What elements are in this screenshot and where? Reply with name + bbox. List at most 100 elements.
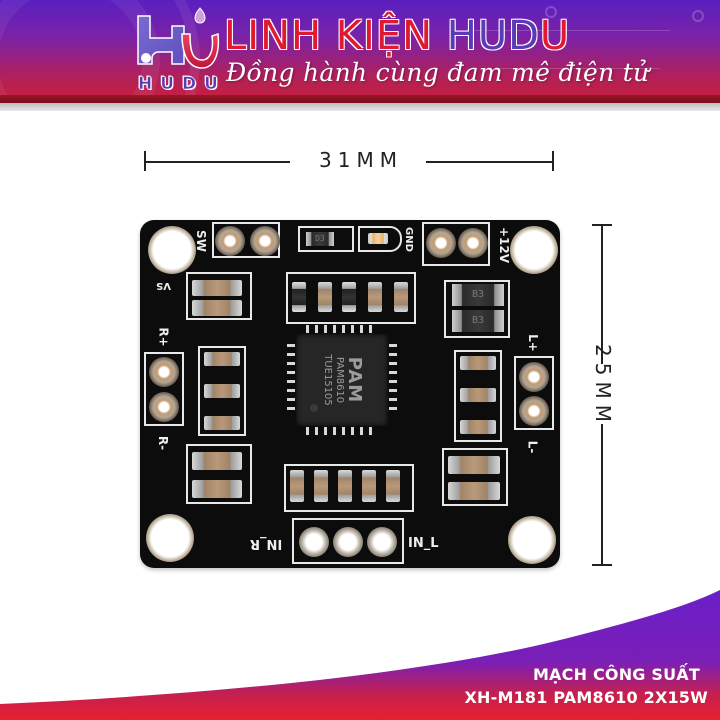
label-sw: SW bbox=[193, 230, 208, 252]
input-pin-l bbox=[367, 527, 397, 557]
right-speaker-header-outline bbox=[144, 352, 184, 426]
ic-model: PAM8610 bbox=[334, 356, 345, 404]
capacitor-left-3 bbox=[204, 352, 240, 366]
ic-lot: TUE15105 bbox=[322, 354, 333, 406]
mounting-hole-top-left bbox=[148, 226, 196, 274]
decorative-circuit-line bbox=[500, 68, 660, 69]
bottom-resistor-outline bbox=[284, 464, 414, 512]
right-speaker-pin-plus bbox=[149, 357, 179, 387]
label-in-r: IN_R bbox=[250, 536, 283, 551]
width-label: 31MM bbox=[319, 148, 403, 172]
pam8610-chip: PAM PAM8610 TUE15105 bbox=[287, 325, 397, 435]
led-outline bbox=[358, 226, 402, 252]
label-r-plus: R+ bbox=[156, 327, 171, 347]
dimension-line-bottom bbox=[601, 424, 603, 566]
right-cap-outline-mid bbox=[454, 350, 502, 442]
left-speaker-pin-minus bbox=[519, 396, 549, 426]
power-header-outline bbox=[422, 222, 490, 266]
right-cap-outline-bottom bbox=[442, 448, 508, 506]
diode-b3-1: B3 bbox=[452, 284, 504, 306]
left-speaker-header-outline bbox=[514, 356, 554, 430]
left-cap-outline-top bbox=[186, 272, 252, 320]
resistor-top-3 bbox=[342, 282, 356, 312]
footer-title: MẠCH CÔNG SUẤT bbox=[532, 665, 700, 684]
height-label: 25MM bbox=[591, 344, 615, 428]
brand-title: LINH KIỆN HUDU bbox=[224, 14, 570, 58]
capacitor-top-4 bbox=[368, 282, 382, 312]
decorative-ring bbox=[0, 0, 200, 103]
capacitor-right-1 bbox=[460, 356, 496, 370]
dimension-tick-top bbox=[592, 224, 612, 226]
brand-title-linh-kien: LINH KIỆN bbox=[224, 13, 434, 59]
slogan: Đồng hành cùng đam mê điện tử bbox=[226, 58, 650, 87]
capacitor-left-4 bbox=[204, 384, 240, 398]
sw-pin-1 bbox=[215, 226, 245, 256]
d3-outline bbox=[298, 226, 354, 252]
footer-subtitle: XH-M181 PAM8610 2X15W bbox=[464, 688, 708, 707]
dimension-tick-left bbox=[144, 151, 146, 171]
brand-title-hud: HUD bbox=[446, 13, 540, 59]
capacitor-right-5 bbox=[448, 482, 500, 500]
left-cap-outline-mid bbox=[198, 346, 246, 436]
capacitor-bottom-1 bbox=[290, 470, 304, 502]
capacitor-bottom-3 bbox=[338, 470, 352, 502]
hudu-logo-icon bbox=[137, 7, 220, 69]
label-l-minus: L- bbox=[525, 440, 540, 454]
capacitor-right-4 bbox=[448, 456, 500, 474]
label-vs: VS bbox=[156, 280, 171, 291]
ic-brand: PAM bbox=[344, 356, 365, 404]
decorative-circuit-line bbox=[470, 30, 670, 31]
input-pin-gnd bbox=[333, 527, 363, 557]
power-pin-1 bbox=[426, 228, 456, 258]
diode-d3: D3 bbox=[306, 232, 334, 246]
mounting-hole-bottom-left bbox=[146, 514, 194, 562]
capacitor-right-3 bbox=[460, 420, 496, 434]
right-speaker-pin-minus bbox=[149, 392, 179, 422]
top-resistor-outline bbox=[286, 272, 416, 324]
resistor-top-1 bbox=[292, 282, 306, 312]
width-dimension: 31MM bbox=[144, 146, 556, 176]
diode-b3-2: B3 bbox=[452, 310, 504, 332]
dimension-tick-bottom bbox=[592, 564, 612, 566]
ic-pins-top bbox=[306, 325, 378, 333]
dimension-line-top bbox=[601, 226, 603, 364]
capacitor-left-5 bbox=[204, 416, 240, 430]
dimension-tick-right bbox=[552, 151, 554, 171]
mounting-hole-bottom-right bbox=[508, 516, 556, 564]
mounting-hole-top-right bbox=[510, 226, 558, 274]
ic-pin1-marker bbox=[310, 404, 318, 412]
label-l-plus: L+ bbox=[525, 334, 540, 352]
label-plus12v: +12V bbox=[497, 226, 512, 264]
capacitor-left-6 bbox=[192, 452, 242, 470]
capacitor-bottom-2 bbox=[314, 470, 328, 502]
power-led bbox=[368, 233, 388, 244]
ic-pins-left bbox=[287, 344, 295, 416]
left-cap-outline-bottom bbox=[186, 444, 252, 504]
input-pin-r bbox=[299, 527, 329, 557]
capacitor-bottom-4 bbox=[362, 470, 376, 502]
decorative-circuit-dot bbox=[692, 10, 704, 22]
sw-pin-2 bbox=[250, 226, 280, 256]
capacitor-top-5 bbox=[394, 282, 408, 312]
label-in-l: IN_L bbox=[408, 536, 439, 551]
label-r-minus: R- bbox=[156, 435, 171, 451]
capacitor-left-7 bbox=[192, 480, 242, 498]
height-dimension: 25MM bbox=[590, 224, 620, 569]
capacitor-right-2 bbox=[460, 388, 496, 402]
left-speaker-pin-plus bbox=[519, 362, 549, 392]
ic-marking: PAM PAM8610 TUE15105 bbox=[321, 354, 365, 406]
decorative-circuit-dot bbox=[545, 6, 557, 18]
input-header-outline bbox=[292, 518, 404, 564]
banner-bottom-strip bbox=[0, 103, 720, 111]
capacitor-bottom-5 bbox=[386, 470, 400, 502]
footer-wave-shape bbox=[0, 590, 720, 720]
dimension-line-right bbox=[426, 161, 554, 163]
capacitor-top-2 bbox=[318, 282, 332, 312]
brand-title-u: U bbox=[539, 13, 571, 59]
label-gnd: GND bbox=[402, 227, 414, 252]
footer-banner: MẠCH CÔNG SUẤT XH-M181 PAM8610 2X15W bbox=[0, 580, 720, 720]
logo-subtext: HUDU bbox=[138, 74, 226, 95]
header-banner: HUDU LINH KIỆN HUDU Đồng hành cùng đam m… bbox=[0, 0, 720, 103]
ic-pins-bottom bbox=[306, 427, 378, 435]
right-diode-outline bbox=[444, 280, 510, 338]
